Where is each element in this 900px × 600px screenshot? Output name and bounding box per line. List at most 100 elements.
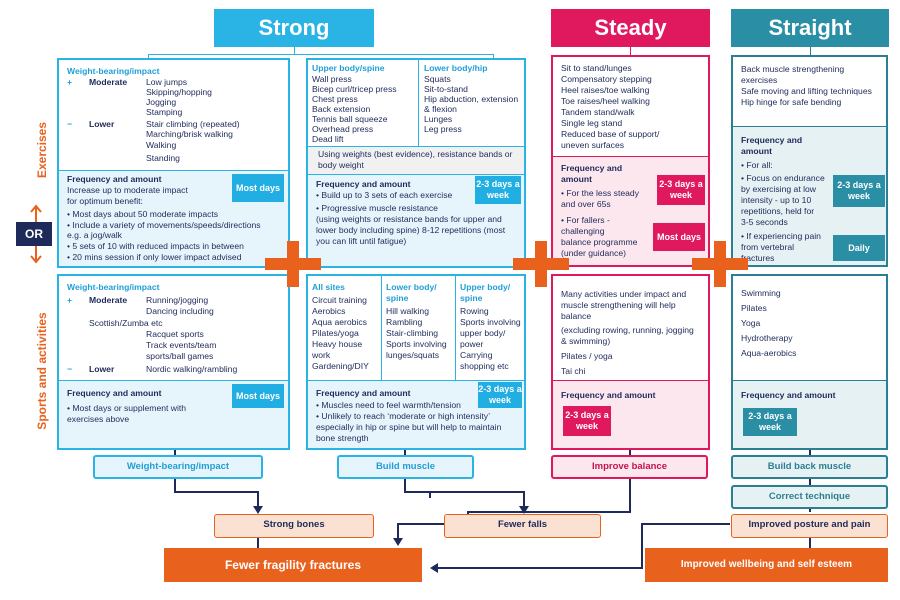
list-item: Jogging <box>146 97 177 107</box>
strong-header-bar <box>148 54 493 55</box>
muscle-sp-divider <box>381 276 382 380</box>
list-item: Sit-to-stand <box>424 84 468 94</box>
frequency-title: Frequency and amount <box>316 388 411 398</box>
para-line: muscle strengthening will help <box>561 300 676 310</box>
plus-icon: + <box>67 295 73 305</box>
list-item: Tennis ball squeeze <box>312 114 388 124</box>
list-item: Sit to stand/lunges <box>561 63 632 73</box>
freq-bullet: • If experiencing pain <box>741 231 821 241</box>
frequency-title: Frequency and amount <box>561 390 656 400</box>
steady-header-connector <box>630 47 631 55</box>
strong-header-right <box>493 54 494 58</box>
list-item: Bicep curl/tricep press <box>312 84 397 94</box>
header-steady: Steady <box>551 9 710 47</box>
list-item: sports/ball games <box>146 351 214 361</box>
list-item: Overhead press <box>312 124 374 134</box>
freq-bullet: bone strength <box>316 433 369 443</box>
freq-bullet: repetitions, held for <box>741 206 815 216</box>
lower-body-title: Lower body/hip <box>424 63 488 73</box>
straight-header-connector <box>810 47 811 55</box>
para-line: Many activities under impact and <box>561 289 687 299</box>
upper-body-title: Upper body/spine <box>312 63 385 73</box>
list-item: Hydrotherapy <box>741 333 793 343</box>
list-item: Aqua-aerobics <box>741 348 797 358</box>
freq-bullet: balance programme <box>561 237 638 247</box>
freq-bullet: • For the less steady <box>561 188 639 198</box>
list-item: uneven surfaces <box>561 140 625 150</box>
freq-bullet: • 20 mins session if only lower impact a… <box>67 252 242 262</box>
list-item: Circuit training <box>312 295 367 305</box>
badge-daily: Daily <box>833 235 885 261</box>
list-item: Heel raises/toe walking <box>561 85 650 95</box>
lower-label: Lower <box>89 119 115 129</box>
list-item: Toe raises/heel walking <box>561 96 650 106</box>
or-box: OR <box>16 222 52 246</box>
list-item: Swimming <box>741 288 781 298</box>
freq-bullet: fractures <box>741 253 775 263</box>
badge-2-3-days: 2-3 days a week <box>563 406 611 436</box>
freq-bullet: • Focus on endurance <box>741 173 825 183</box>
muscle-sp-divider <box>455 276 456 380</box>
list-item: Rambling <box>386 317 423 327</box>
list-item: Single leg stand <box>561 118 623 128</box>
list-item: upper body/ <box>460 328 506 338</box>
frequency-title: Frequency and <box>741 135 803 145</box>
list-item: Marching/brisk walking <box>146 129 233 139</box>
list-item: exercises <box>741 75 778 85</box>
strong-ex-title: Weight-bearing/impact <box>67 66 160 76</box>
list-item: Standing <box>146 153 180 163</box>
frequency-title: Frequency and amount <box>67 388 162 398</box>
plus-icon <box>690 239 750 289</box>
list-item: Skipping/hopping <box>146 87 212 97</box>
list-item: & flexion <box>424 104 457 114</box>
list-item: Tandem stand/walk <box>561 107 635 117</box>
freq-bullet: lower body including spine) 8-12 repetit… <box>316 225 506 235</box>
badge-2-3-days: 2-3 days a week <box>478 382 522 408</box>
moderate-label: Moderate <box>89 77 128 87</box>
outcome-build-muscle: Build muscle <box>337 455 474 479</box>
list-item: Aqua aerobics <box>312 317 367 327</box>
outcome-improve-balance: Improve balance <box>551 455 708 479</box>
straight-sports-panel: Swimming Pilates Yoga Hydrotherapy Aqua-… <box>731 274 888 450</box>
list-item: Yoga <box>741 318 761 328</box>
freq-bullet: e.g. a jog/walk <box>67 230 122 240</box>
freq-bullet: you can lift until fatigue) <box>316 236 407 246</box>
badge-2-3-days: 2-3 days a week <box>475 176 521 204</box>
frequency-title: Frequency and amount <box>741 390 836 400</box>
list-item: Stair climbing (repeated) <box>146 119 240 129</box>
badge-2-3-days: 2-3 days a week <box>833 175 885 207</box>
outcome-correct-technique: Correct technique <box>731 485 888 509</box>
para-line: Pilates / yoga <box>561 351 613 361</box>
upper-spine-title: spine <box>460 293 483 303</box>
straight-exercises-panel: Back muscle strengthening exercises Safe… <box>731 55 888 267</box>
moderate-label: Moderate <box>89 295 128 305</box>
para-line: balance <box>561 311 592 321</box>
muscle-exercises-panel: Upper body/spine Wall press Bicep curl/t… <box>306 58 526 268</box>
strong-header-connector <box>294 47 295 54</box>
list-item: Sports involving <box>460 317 521 327</box>
list-item: Aerobics <box>312 306 346 316</box>
list-item: Track events/team <box>146 340 217 350</box>
badge-most-days: Most days <box>653 223 705 251</box>
list-item: Stair-climbing <box>386 328 439 338</box>
outcome-weight-bearing: Weight-bearing/impact <box>93 455 263 479</box>
plus-icon <box>511 239 571 289</box>
freq-bullet: • For all: <box>741 160 773 170</box>
strong-exercises-panel: Weight-bearing/impact + Moderate Low jum… <box>57 58 290 268</box>
list-item: Reduced base of support/ <box>561 129 660 139</box>
all-sites-title: All sites <box>312 282 345 292</box>
strong-sp-title: Weight-bearing/impact <box>67 282 160 292</box>
list-item: Carrying <box>460 350 493 360</box>
steady-sports-panel: Many activities under impact and muscle … <box>551 274 710 450</box>
list-item: power <box>460 339 484 349</box>
list-item: Walking <box>146 140 177 150</box>
list-item: Lunges <box>424 114 453 124</box>
list-item: shopping etc <box>460 361 509 371</box>
badge-most-days: Most days <box>232 384 284 408</box>
freq-bullet: challenging <box>561 226 605 236</box>
para-line: & swimming) <box>561 336 611 346</box>
list-item: Chest press <box>312 94 358 104</box>
lower-spine-title: spine <box>386 293 409 303</box>
list-item: Hip hinge for safe bending <box>741 97 842 107</box>
lower-label: Lower <box>89 364 115 374</box>
